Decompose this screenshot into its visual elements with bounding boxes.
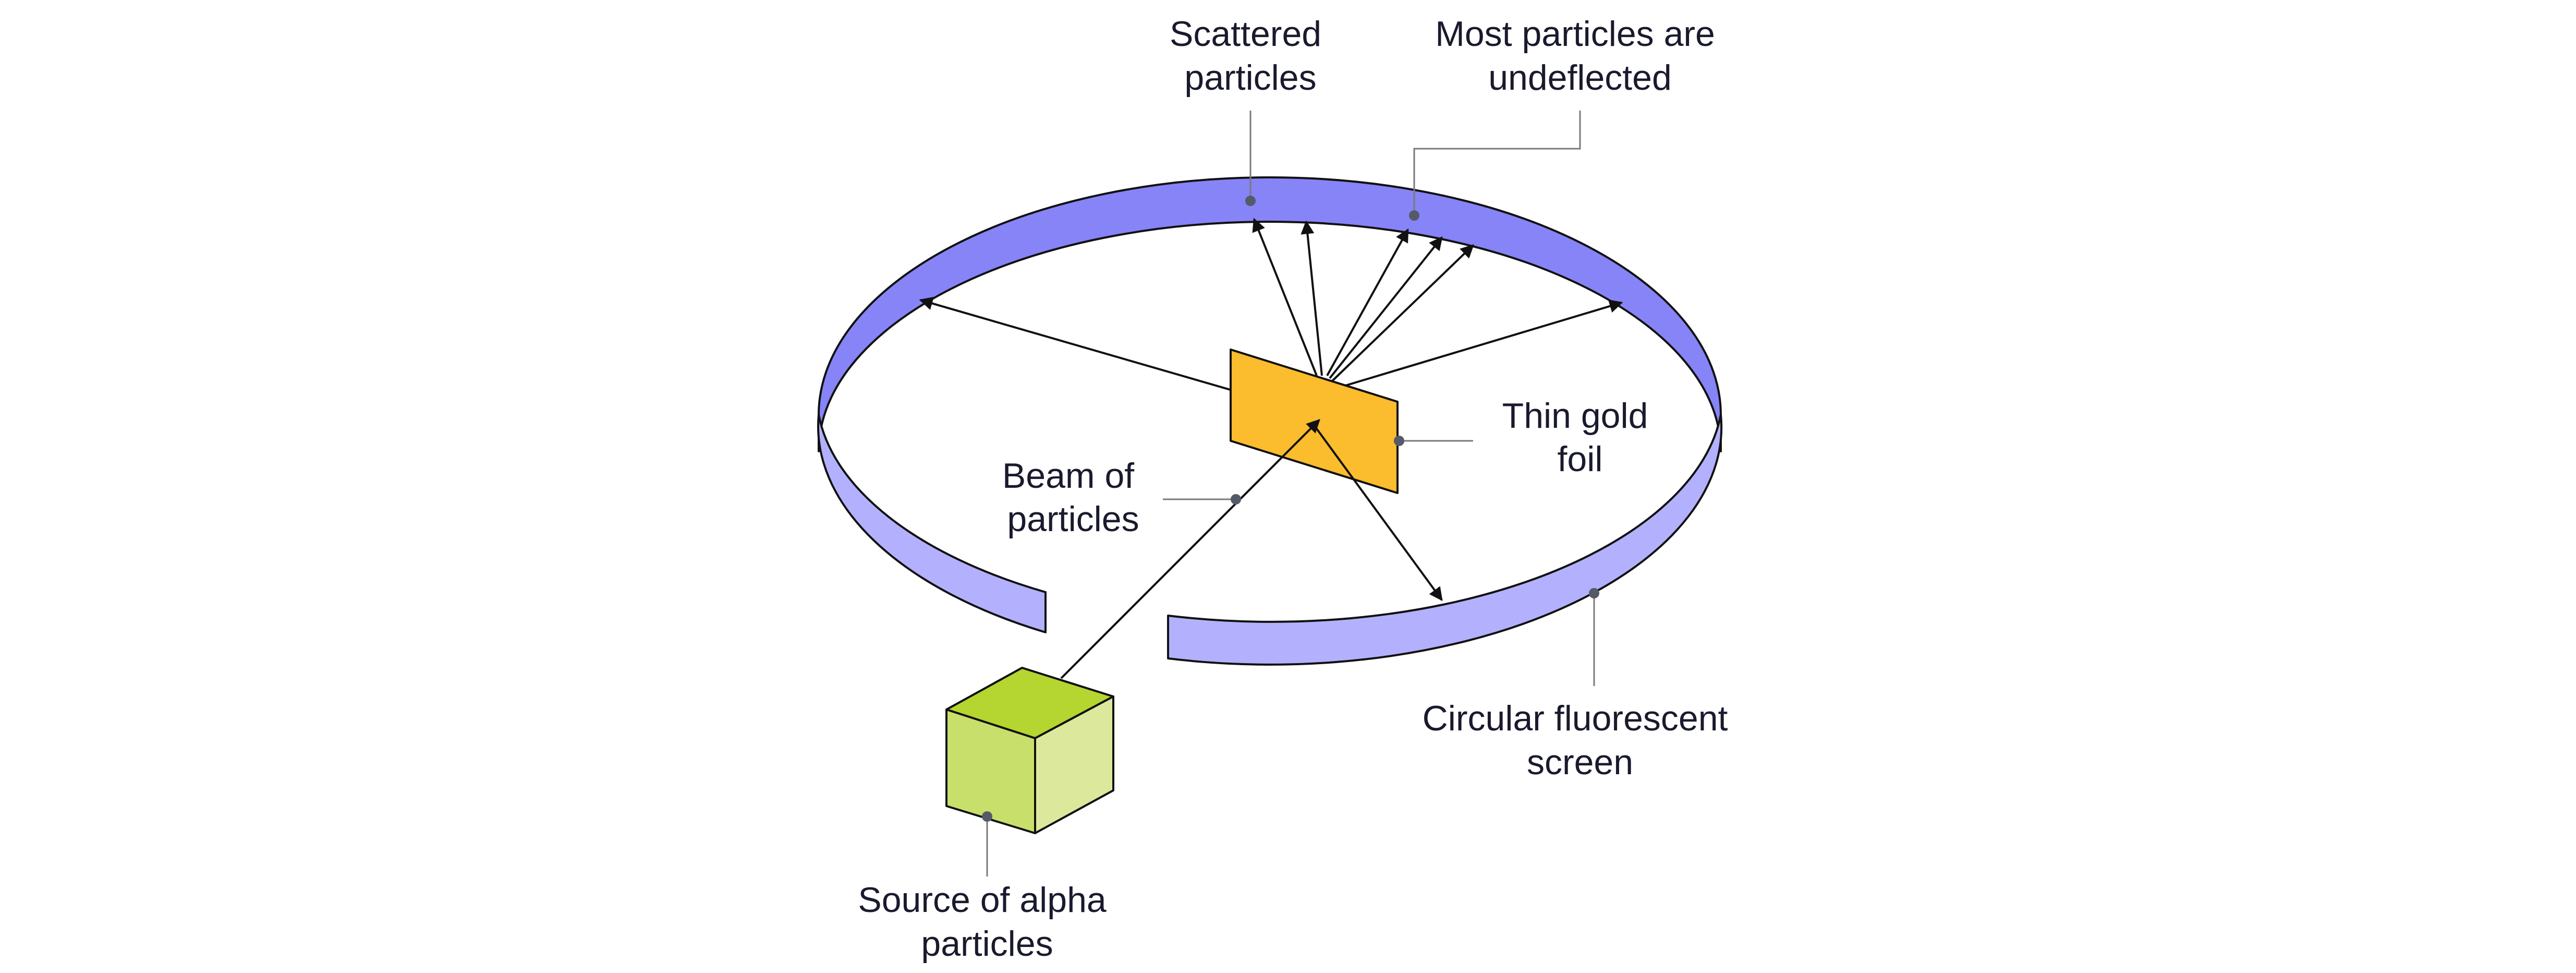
scatter-arrow-up-3	[1326, 228, 1409, 376]
label-most-undeflected: Most particles are undeflected	[1435, 14, 1725, 98]
label-screen-line1: Circular fluorescent	[1423, 699, 1728, 738]
label-screen-line2: screen	[1527, 742, 1633, 782]
label-scattered-line1: Scattered	[1170, 14, 1321, 54]
label-scattered-line2: particles	[1184, 58, 1316, 98]
leader-dot-source	[982, 811, 992, 822]
screen-front-band-left	[817, 414, 1047, 633]
scatter-arrow-up-4	[1329, 236, 1443, 379]
label-beam-of-particles: Beam of particles	[1002, 456, 1144, 539]
deflected-arrow-lower-right	[1313, 424, 1443, 602]
label-beam-line1: Beam of	[1002, 456, 1134, 496]
label-thin-gold-foil: Thin gold foil	[1502, 396, 1658, 479]
label-source-line1: Source of alpha	[858, 880, 1107, 920]
leader-dot-scattered	[1245, 196, 1256, 206]
leader-dot-screen	[1589, 588, 1599, 598]
label-source-of-alpha-particles: Source of alpha particles	[858, 880, 1116, 964]
incident-alpha-beam	[1060, 419, 1320, 679]
label-undeflected-line1: Most particles are	[1435, 14, 1715, 54]
scatter-arrow-up-2	[1301, 220, 1323, 376]
label-source-line2: particles	[921, 924, 1053, 964]
screen-back-band	[818, 176, 1722, 452]
label-foil-line2: foil	[1558, 439, 1603, 479]
label-scattered-particles: Scattered particles	[1170, 14, 1331, 98]
alpha-source-cube	[945, 667, 1114, 834]
leaders	[982, 111, 1599, 876]
leader-undeflected	[1413, 111, 1581, 215]
label-foil-line1: Thin gold	[1502, 396, 1648, 436]
leader-dot-beam	[1231, 494, 1241, 504]
screen-front-band-right	[1167, 414, 1723, 666]
label-beam-line2: particles	[1007, 499, 1139, 539]
label-circular-fluorescent-screen: Circular fluorescent screen	[1423, 699, 1738, 782]
labels: Scattered particles Most particles are u…	[858, 14, 1738, 964]
scatter-arrow-up-5	[1331, 244, 1474, 382]
scatter-arrow-up-1	[1252, 218, 1318, 376]
leader-dot-foil	[1394, 436, 1404, 446]
leader-dot-undeflected	[1409, 210, 1419, 221]
scatter-arrow-right	[1334, 299, 1623, 390]
cube-side-face	[1034, 695, 1114, 834]
label-undeflected-line2: undeflected	[1488, 58, 1672, 98]
